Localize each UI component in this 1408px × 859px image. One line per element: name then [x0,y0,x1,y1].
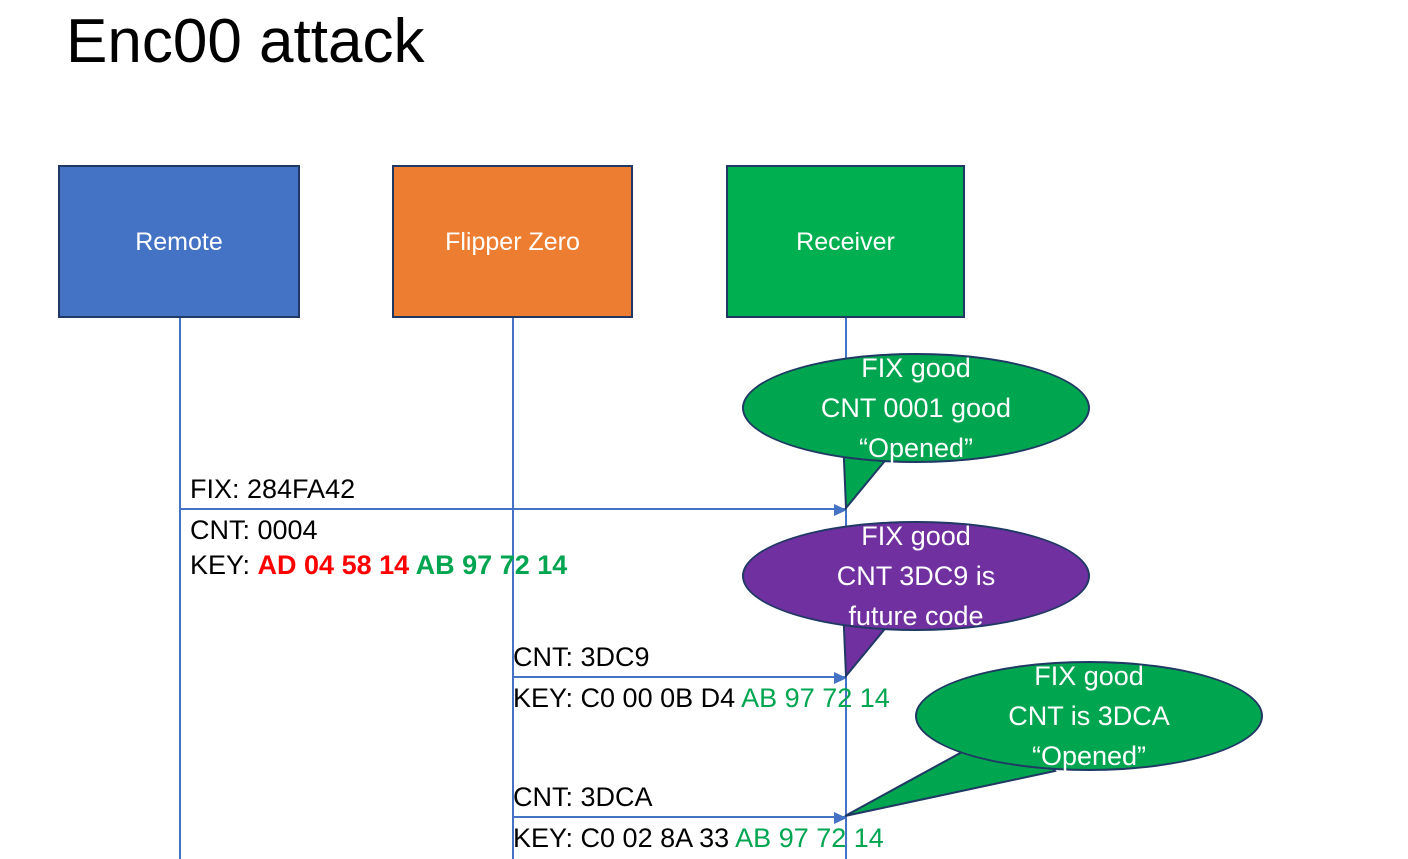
message-1-line-cnt: CNT: 0004 [190,513,318,547]
message-1-cnt-text: CNT: 0004 [190,515,318,545]
speech-bubble-receiver-response-3: FIX good CNT is 3DCA “Opened” [844,661,1263,817]
message-1-key-prefix: KEY: [190,550,258,580]
bubble-1-line-1: FIX good [861,353,971,383]
bubble-1-body: FIX good CNT 0001 good “Opened” [742,353,1090,463]
actor-box-receiver[interactable]: Receiver [726,165,965,318]
speech-bubble-receiver-response-2: FIX good CNT 3DC9 is future code [742,521,1090,679]
message-2-arrow [513,672,847,684]
message-1-key-serial-part: AB 97 72 14 [415,550,568,580]
message-1-above-label: FIX: 284FA42 [190,474,356,504]
actor-box-flipper-zero[interactable]: Flipper Zero [392,165,633,318]
message-3-key-serial-part: AB 97 72 14 [735,823,884,853]
actor-label-receiver: Receiver [796,227,895,256]
bubble-1-line-3: “Opened” [858,433,974,463]
bubble-3-line-1: FIX good [1034,661,1144,691]
bubble-3-line-2: CNT is 3DCA [1008,701,1170,731]
bubble-2-line-1: FIX good [861,521,971,551]
message-3-key-prefix: KEY: C0 02 8A 33 [513,823,736,853]
speech-bubble-receiver-response-1: FIX good CNT 0001 good “Opened” [742,353,1090,511]
message-2-key-prefix: KEY: C0 00 0B D4 [513,683,742,713]
lifeline-remote [179,318,181,859]
message-2-above-label: CNT: 3DC9 [513,642,650,672]
bubble-1-line-2: CNT 0001 good [820,393,1012,423]
message-1-arrow [180,504,847,516]
bubble-3-line-3: “Opened” [1031,741,1147,771]
bubble-3-body: FIX good CNT is 3DCA “Opened” [915,661,1263,771]
bubble-2-body: FIX good CNT 3DC9 is future code [742,521,1090,631]
bubble-2-line-3: future code [848,601,984,631]
actor-box-remote[interactable]: Remote [58,165,300,318]
page-title: Enc00 attack [66,7,425,76]
lifeline-flipper-zero [512,318,514,859]
message-1-key-encrypted-part: AD 04 58 14 [257,550,416,580]
message-3-line-key: KEY: C0 02 8A 33 AB 97 72 14 [513,821,884,855]
message-3-arrow [513,812,847,824]
actor-label-flipper-zero: Flipper Zero [445,227,580,256]
message-3-above-label: CNT: 3DCA [513,782,653,812]
bubble-2-line-2: CNT 3DC9 is [836,561,996,591]
message-1-line-key: KEY: AD 04 58 14 AB 97 72 14 [190,548,567,582]
message-2-key-serial-part: AB 97 72 14 [741,683,890,713]
actor-label-remote: Remote [135,227,223,256]
message-2-line-key: KEY: C0 00 0B D4 AB 97 72 14 [513,681,890,715]
